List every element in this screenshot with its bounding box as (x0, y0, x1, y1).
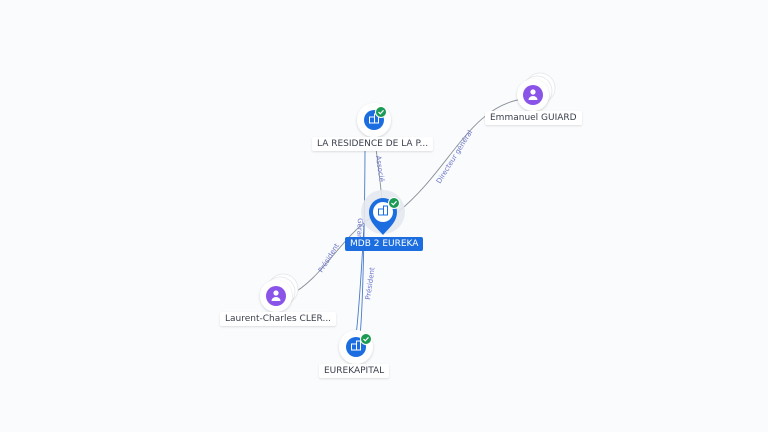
verified-check-icon (375, 106, 387, 118)
node-label-eurekapital[interactable]: EUREKAPITAL (319, 364, 390, 378)
edge-guiard-mdb[interactable] (397, 98, 525, 213)
edge-label-president-eurekapital: Président (364, 267, 377, 301)
node-label-guiard[interactable]: Emmanuel GUIARD (485, 111, 582, 125)
node-guiard[interactable] (517, 72, 556, 111)
edge-clerc-mdb[interactable] (289, 217, 371, 296)
node-label-mdb[interactable]: MDB 2 EUREKA (345, 237, 424, 251)
building-icon (378, 205, 388, 216)
edge-label-gerant: Gérant (355, 218, 364, 243)
edge-label-president-clerc: Président (317, 242, 341, 274)
person-circle (523, 85, 543, 105)
edge-label-associe: Associé (374, 155, 386, 182)
verified-check-icon (360, 333, 372, 345)
building-icon (351, 340, 361, 351)
edge-eurekapital-mdb-a[interactable] (355, 224, 365, 337)
person-icon (271, 290, 281, 301)
node-residence[interactable] (357, 103, 391, 137)
person-icon (528, 89, 538, 100)
edge-label-directeur: Directeur général (435, 129, 474, 185)
person-circle (266, 286, 286, 306)
verified-check-icon (388, 197, 400, 209)
node-label-clerc[interactable]: Laurent-Charles CLER... (220, 312, 337, 326)
edges (289, 98, 525, 337)
node-eurekapital[interactable] (339, 330, 373, 364)
node-label-residence[interactable]: LA RESIDENCE DE LA P... (312, 137, 434, 151)
edge-eurekapital-mdb-b[interactable] (359, 139, 366, 337)
node-clerc[interactable] (260, 273, 299, 312)
node-mdb[interactable] (361, 190, 405, 235)
